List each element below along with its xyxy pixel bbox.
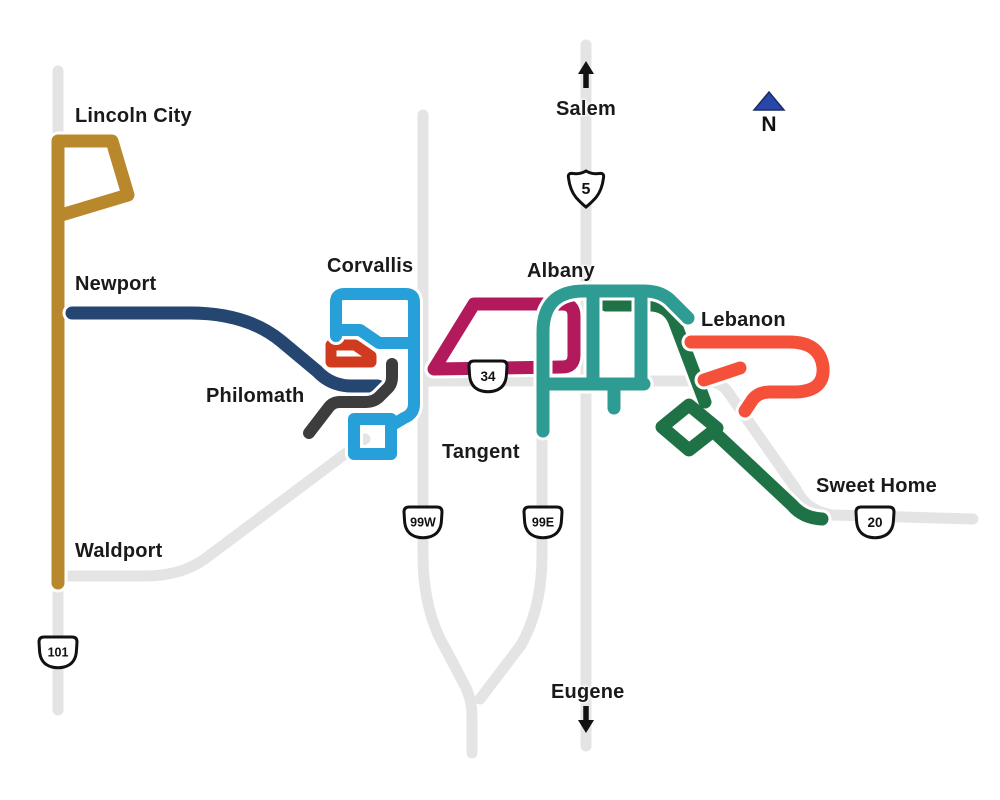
shield-or99e-label: 99E (532, 516, 554, 530)
shield-us20-label: 20 (867, 515, 882, 530)
label-eugene: Eugene (551, 681, 625, 703)
shield-us20-outline (854, 505, 896, 540)
shield-or34-label: 34 (480, 369, 496, 384)
salem-arrow (578, 61, 594, 88)
route-lebanon-diamond-loop[interactable] (655, 398, 724, 457)
route-corvallis-loop[interactable] (322, 336, 380, 371)
route-newport-path[interactable] (65, 306, 385, 393)
shield-or99e: 99E (522, 505, 564, 540)
road-or99e (474, 362, 548, 705)
route-newport[interactable] (62, 303, 388, 396)
label-salem: Salem (556, 98, 616, 120)
road-or99w (417, 109, 478, 759)
label-tangent: Tangent (442, 441, 520, 463)
north-arrow-icon (752, 90, 786, 111)
route-sweet-home-leg[interactable] (706, 424, 829, 526)
shield-or99w-label: 99W (410, 516, 436, 530)
route-lebanon-loop-path[interactable] (684, 335, 830, 418)
route-corvallis-lower-loop[interactable] (348, 413, 397, 460)
route-albany[interactable] (533, 281, 698, 441)
label-albany: Albany (527, 260, 595, 282)
label-waldport: Waldport (75, 540, 163, 562)
label-corvallis: Corvallis (327, 255, 414, 277)
shield-i5: 5 (566, 169, 606, 209)
route-corvallis-inner-edge[interactable] (330, 324, 414, 349)
route-corvallis-upper-loop[interactable] (330, 288, 420, 430)
shield-us101-label: 101 (48, 646, 69, 660)
label-newport: Newport (75, 273, 157, 295)
shield-or99w-outline (402, 505, 444, 540)
shield-or99e-outline (522, 505, 564, 540)
route-lincoln-city-coast[interactable] (48, 131, 138, 593)
shield-us101: 101 (37, 635, 79, 670)
route-albany-main-loop[interactable] (536, 284, 695, 438)
compass-north: N (752, 90, 786, 136)
route-corvallis-loop-path[interactable] (325, 339, 377, 368)
label-lebanon: Lebanon (701, 309, 786, 331)
route-lincoln-city-coast-path[interactable] (51, 134, 135, 590)
route-philomath-path[interactable] (303, 358, 398, 439)
label-sweet-home: Sweet Home (816, 475, 937, 497)
shield-or99w: 99W (402, 505, 444, 540)
shield-or34: 34 (467, 359, 509, 394)
shield-us20: 20 (854, 505, 896, 540)
shield-i5-outline (566, 169, 606, 209)
label-philomath: Philomath (206, 385, 305, 407)
road-waldport-corvallis (52, 433, 371, 582)
shield-i5-label: 5 (582, 181, 591, 198)
route-lebanon-loop-stub[interactable] (697, 361, 747, 387)
compass-n-label: N (761, 113, 776, 136)
shield-us101-outline (37, 635, 79, 670)
eugene-arrow (578, 706, 594, 733)
route-corvallis[interactable] (327, 285, 423, 463)
roads-layer (52, 39, 979, 759)
salem-arrow-head (578, 61, 594, 74)
route-philomath[interactable] (300, 355, 401, 442)
shield-or34-outline (467, 359, 509, 394)
route-lebanon-sweet-home[interactable] (596, 295, 832, 529)
route-lebanon-loop[interactable] (681, 332, 833, 421)
label-lincoln-city: Lincoln City (75, 105, 192, 127)
eugene-arrow-head (578, 720, 594, 733)
